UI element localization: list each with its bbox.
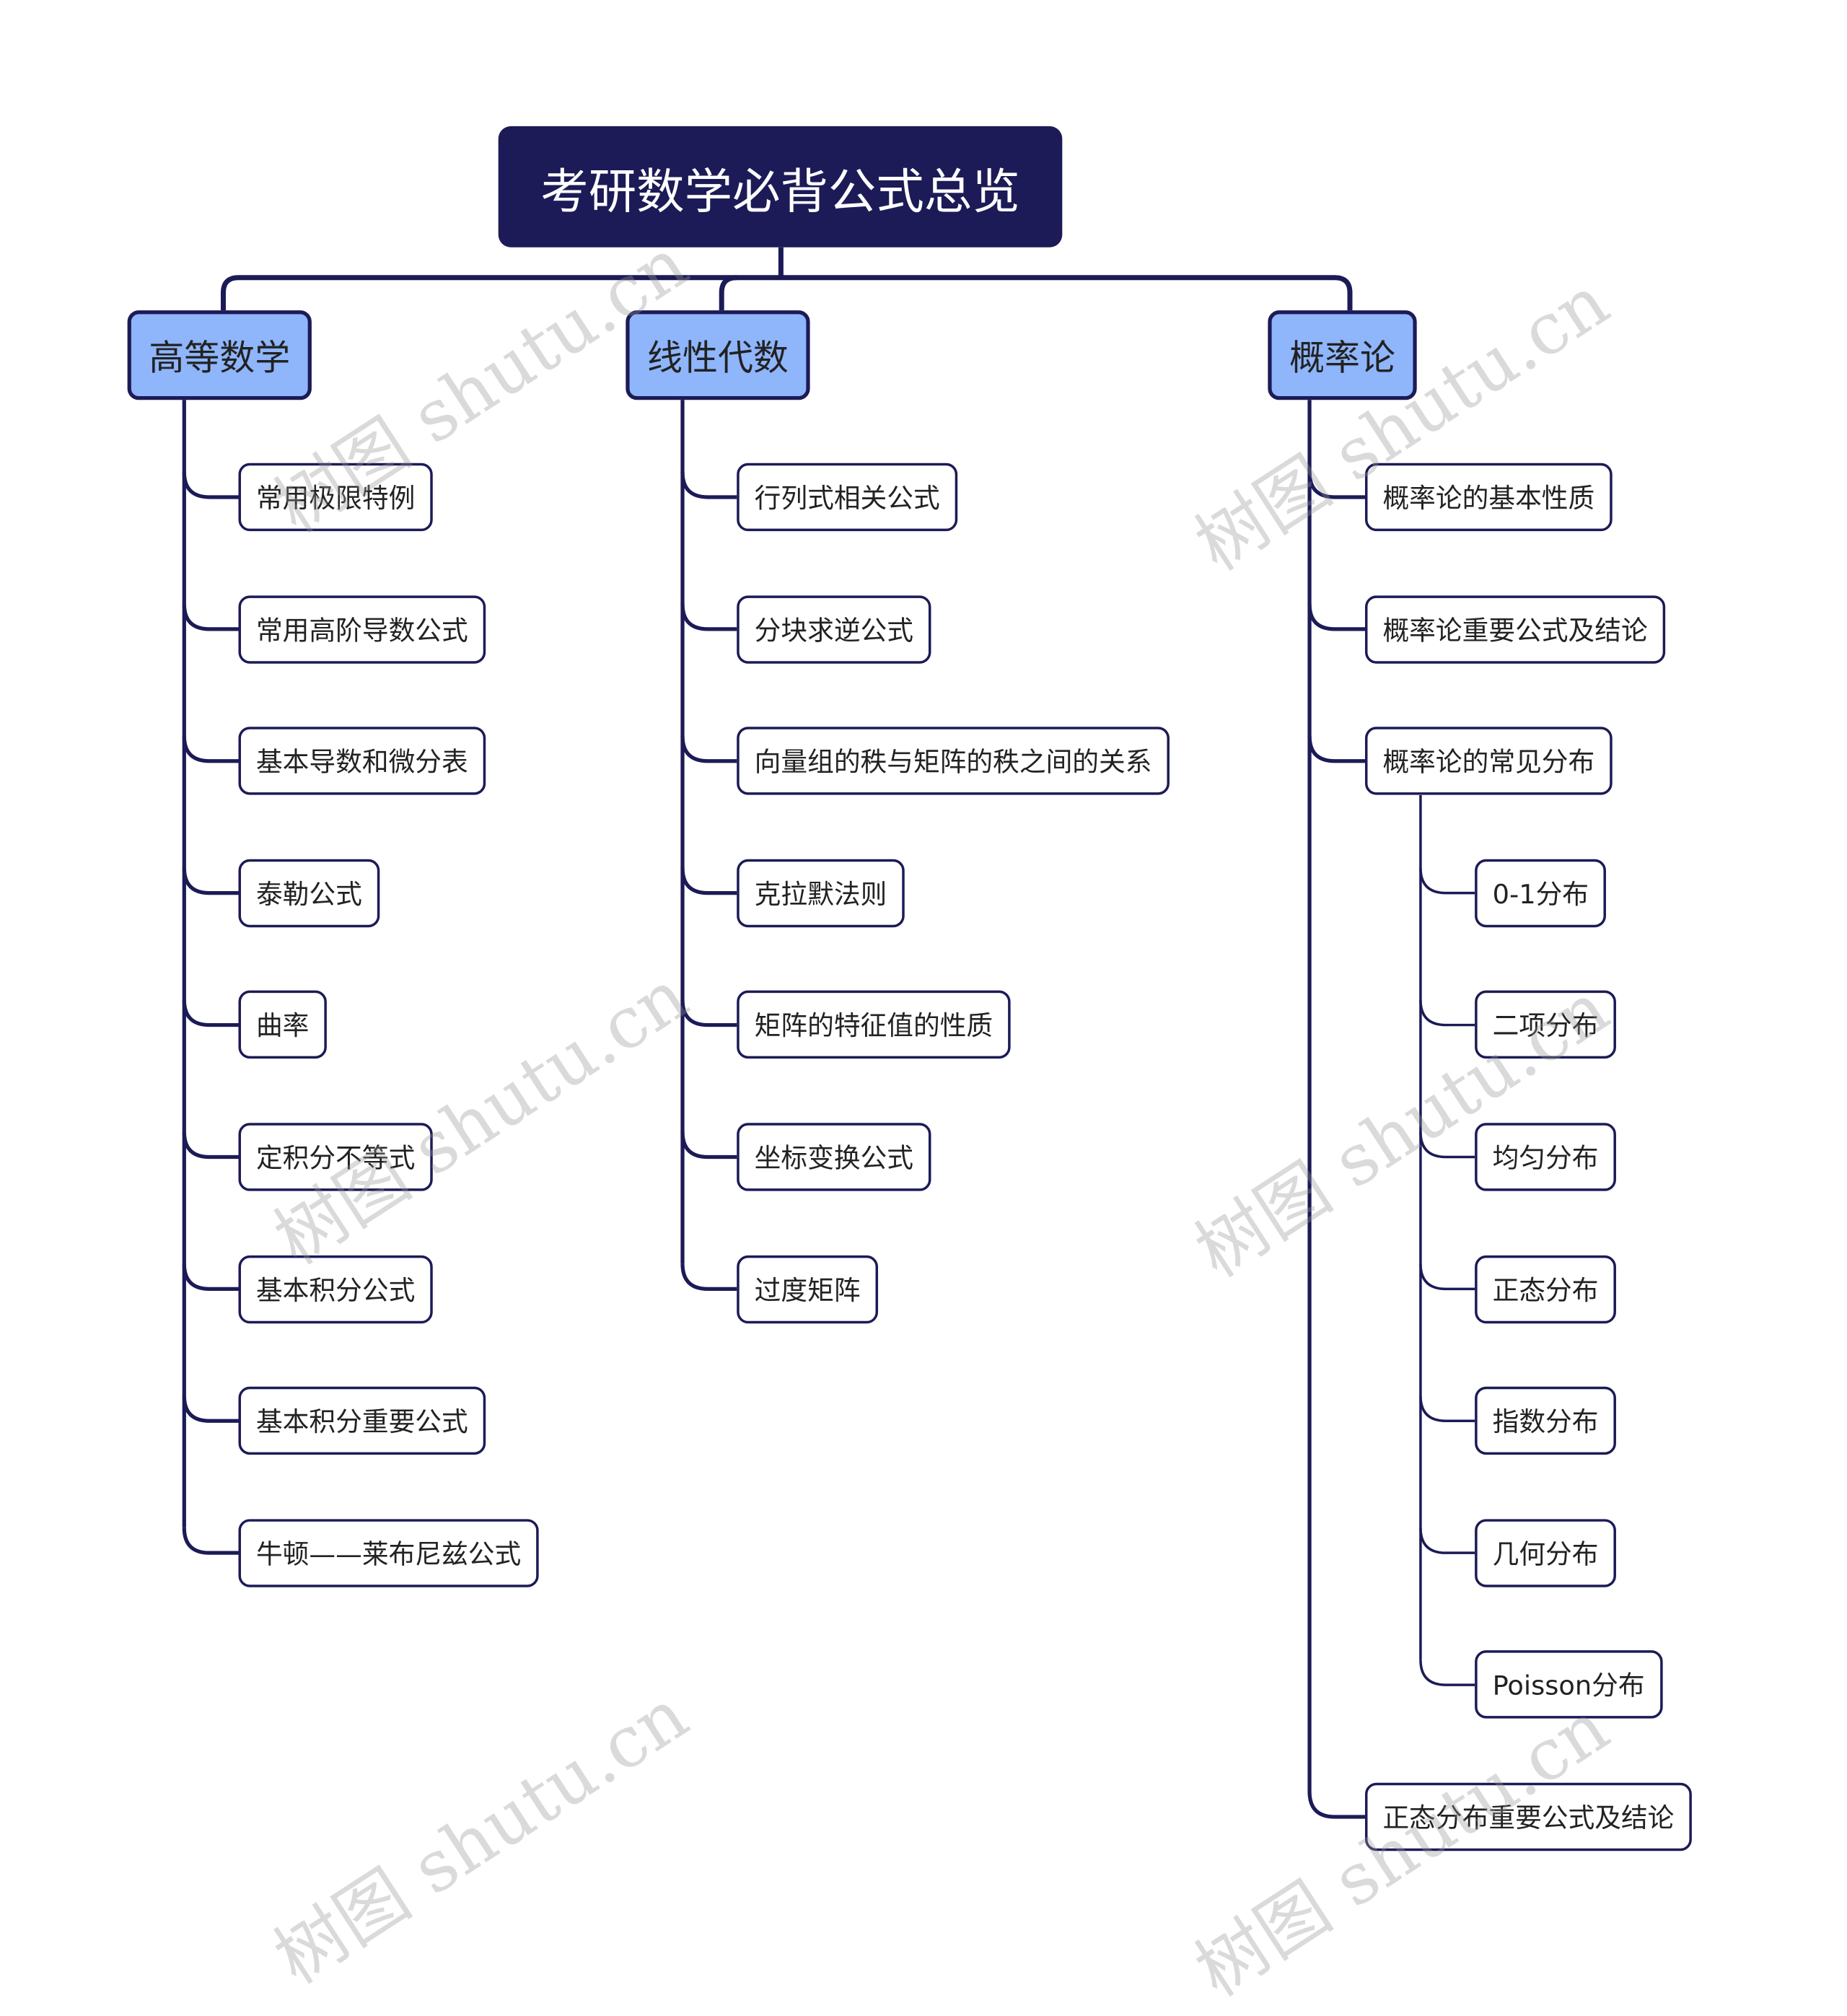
leaf-connector	[1307, 735, 1365, 763]
sub-leaf-connector	[1419, 1660, 1475, 1686]
leaf-node[interactable]: 牛顿——莱布尼兹公式	[238, 1518, 539, 1587]
leaf-node[interactable]: 基本积分公式	[238, 1255, 433, 1323]
leaf-connector	[680, 867, 737, 895]
leaf-node[interactable]: 矩阵的特征值的性质	[737, 991, 1011, 1059]
sub-leaf-node[interactable]: Poisson分布	[1475, 1650, 1663, 1719]
branch-stem	[719, 275, 737, 311]
leaf-connector	[182, 867, 239, 895]
sub-leaf-connector	[1419, 999, 1475, 1027]
leaf-connector	[182, 999, 239, 1027]
leaf-connector	[182, 603, 239, 631]
leaf-node[interactable]: 正态分布重要公式及结论	[1364, 1782, 1692, 1851]
leaf-node[interactable]: 概率论的基本性质	[1364, 463, 1613, 532]
leaf-node[interactable]: 分块求逆公式	[737, 595, 931, 664]
leaf-connector	[680, 471, 737, 499]
leaf-connector	[182, 471, 239, 499]
root-node[interactable]: 考研数学必背公式总览	[498, 126, 1063, 247]
sub-leaf-node[interactable]: 二项分布	[1475, 991, 1616, 1059]
leaf-connector	[680, 735, 737, 763]
leaf-connector	[1307, 603, 1365, 631]
leaf-connector	[680, 603, 737, 631]
leaf-connector	[680, 1131, 737, 1160]
leaf-node[interactable]: 行列式相关公式	[737, 463, 958, 532]
leaf-node[interactable]: 克拉默法则	[737, 859, 905, 927]
leaf-node[interactable]: 过度矩阵	[737, 1255, 879, 1323]
sub-leaf-connector	[1419, 1131, 1475, 1159]
branch-node[interactable]: 高等数学	[127, 310, 312, 400]
leaf-node[interactable]: 基本积分重要公式	[238, 1387, 486, 1455]
leaf-node[interactable]: 坐标变换公式	[737, 1123, 931, 1191]
leaf-node[interactable]: 定积分不等式	[238, 1123, 433, 1191]
sub-leaf-node[interactable]: 0-1分布	[1475, 859, 1607, 927]
leaf-node[interactable]: 泰勒公式	[238, 859, 380, 927]
leaf-connector	[680, 999, 737, 1027]
leaf-node[interactable]: 基本导数和微分表	[238, 727, 486, 795]
sub-leaf-node[interactable]: 几何分布	[1475, 1518, 1616, 1587]
sub-leaf-node[interactable]: 正态分布	[1475, 1255, 1616, 1323]
leaf-connector	[1307, 1791, 1365, 1819]
sub-leaf-node[interactable]: 指数分布	[1475, 1387, 1616, 1455]
sub-leaf-connector	[1419, 1528, 1475, 1554]
leaf-node[interactable]: 常用高阶导数公式	[238, 595, 486, 664]
leaf-connector	[182, 1131, 239, 1160]
sub-leaf-node[interactable]: 均匀分布	[1475, 1123, 1616, 1191]
branch-node[interactable]: 概率论	[1268, 310, 1417, 400]
sub-leaf-connector	[1419, 1263, 1475, 1291]
leaf-node[interactable]: 概率论的常见分布	[1364, 727, 1613, 795]
leaf-connector	[182, 1528, 239, 1555]
leaf-node[interactable]: 概率论重要公式及结论	[1364, 595, 1666, 664]
leaf-node[interactable]: 常用极限特例	[238, 463, 433, 532]
sub-leaf-connector	[1419, 867, 1475, 895]
leaf-node[interactable]: 向量组的秩与矩阵的秩之间的关系	[737, 727, 1170, 795]
leaf-node[interactable]: 曲率	[238, 991, 327, 1059]
leaf-connector	[182, 735, 239, 763]
leaf-connector	[182, 1395, 239, 1423]
branch-node[interactable]: 线性代数	[626, 310, 810, 400]
leaf-connector	[680, 1263, 737, 1291]
leaf-connector	[182, 1263, 239, 1291]
branch-bus	[221, 275, 1353, 311]
leaf-connector	[1307, 471, 1365, 499]
sub-leaf-connector	[1419, 1395, 1475, 1423]
